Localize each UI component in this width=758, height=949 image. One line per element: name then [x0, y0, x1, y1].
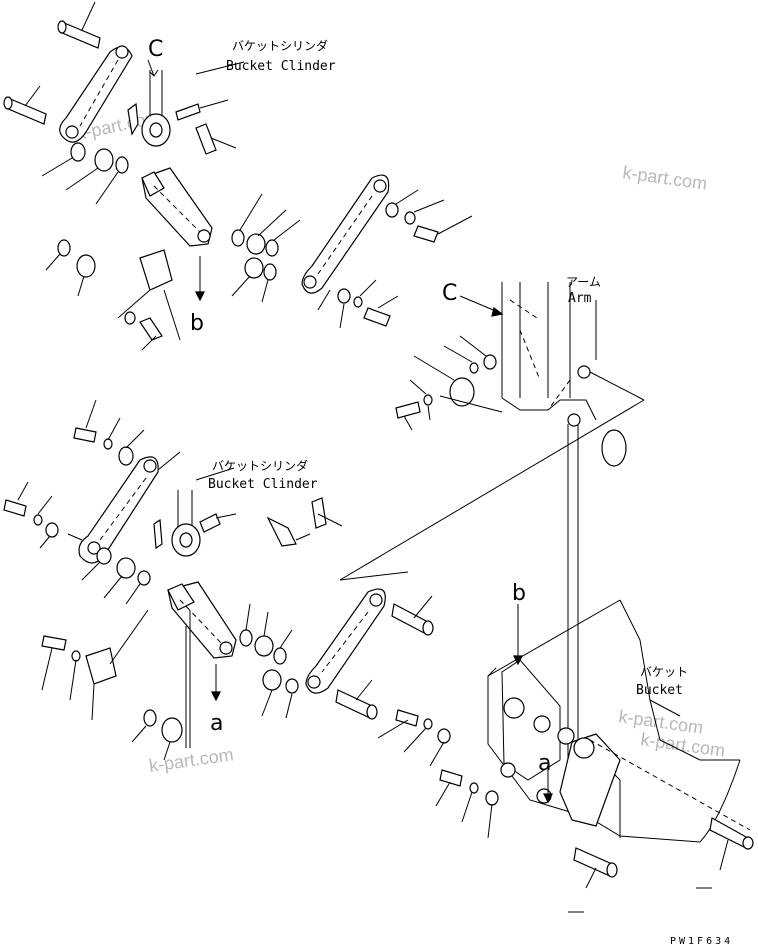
washer-t7 [263, 263, 277, 281]
watermark-2: k-part.com [621, 162, 708, 194]
arm-snap-ring-1 [449, 377, 475, 407]
bushing-t3 [246, 233, 266, 255]
bolt-t3 [413, 225, 439, 243]
bucket-cylinder-mid-jp: バケットシリンダ [212, 458, 308, 473]
bucket-cylinder-top-jp: バケットシリンダ [232, 38, 328, 53]
washer-m5 [137, 570, 151, 586]
top-shim-plate [139, 249, 173, 291]
washer-t8 [385, 202, 399, 218]
middle-link-assembly [3, 399, 499, 839]
washer-t2 [115, 156, 129, 174]
middle-pin-2 [335, 679, 378, 720]
washer-m10 [143, 709, 157, 727]
bucket-pin-2 [573, 847, 618, 889]
bolt-m6 [439, 769, 463, 787]
washer-m7 [239, 629, 253, 647]
washer-t9 [404, 211, 416, 225]
washer-m3 [45, 522, 59, 538]
shim-plate-m1 [85, 647, 117, 685]
top-main-bracket [141, 167, 213, 247]
top-link-assembly [3, 1, 473, 351]
arm-nut [483, 354, 497, 370]
letter-b-bucket: b [512, 581, 526, 606]
washer-t11 [353, 296, 363, 308]
arm-washer-2 [423, 394, 433, 406]
washer-m4 [96, 547, 112, 565]
washer-m6 [71, 650, 81, 662]
bushing-t1 [94, 148, 114, 172]
bolt-m3 [311, 497, 327, 529]
grease-fitting-m1 [153, 518, 163, 550]
bushing-m2 [116, 557, 136, 579]
watermark-4: k-part.com [148, 744, 235, 776]
bucket-en: Bucket [636, 683, 683, 698]
letter-c-top: C [148, 37, 163, 62]
letter-a-mid: a [210, 711, 223, 736]
drawing-code: PW1F634 [670, 936, 733, 947]
bolt-t4 [363, 307, 391, 327]
bushing-m1 [118, 446, 134, 466]
washer-m2 [33, 514, 43, 526]
watermark-5: k-part.com [639, 729, 726, 761]
top-cylinder-rod-end [141, 70, 171, 147]
middle-pin-1 [391, 595, 434, 636]
bucket-cylinder-top-en: Bucket Clinder [226, 59, 336, 74]
bucket-jp: バケット [640, 665, 688, 679]
bushing-m4 [262, 669, 282, 691]
middle-main-bracket [167, 581, 237, 659]
bushing-t4 [244, 257, 264, 279]
washer-m14 [485, 790, 499, 806]
bucket-section [487, 599, 754, 913]
washer-m12 [437, 728, 451, 744]
washer-m1 [103, 438, 113, 450]
letter-c-arm: C [442, 281, 457, 306]
arm-snap-ring-2 [601, 429, 627, 467]
bushing-m5 [161, 717, 183, 743]
arm-section [339, 282, 645, 780]
middle-cylinder-rod-end [171, 490, 201, 557]
bucket-pin-1 [709, 817, 754, 871]
arm-jp: アーム [566, 275, 601, 289]
top-pin [57, 1, 101, 49]
letter-a-bucket: a [538, 751, 551, 776]
washer-m8 [273, 647, 287, 665]
bolt-m2 [3, 499, 27, 517]
grease-fitting-m2 [199, 513, 221, 533]
washer-t4 [124, 311, 136, 325]
grease-fitting-2 [175, 103, 201, 121]
bolt-m5 [395, 709, 419, 727]
bolt-t2 [139, 317, 163, 341]
top-right-link [301, 174, 390, 294]
arm-bolt [395, 401, 421, 419]
clip-m1 [266, 516, 297, 547]
middle-right-link [305, 571, 409, 694]
bushing-m3 [254, 635, 274, 657]
washer-m11 [423, 718, 433, 730]
grease-fitting-1 [127, 102, 139, 136]
washer-t10 [337, 288, 351, 304]
bucket-cylinder-mid-en: Bucket Clinder [208, 477, 318, 492]
arm-washer-1 [469, 362, 479, 374]
top-curved-link [59, 45, 133, 143]
washer-t5 [231, 229, 245, 247]
top-bolt [195, 123, 237, 155]
left-pin [3, 85, 47, 125]
letter-b-top: b [190, 311, 204, 336]
washer-m13 [469, 782, 479, 794]
arm-en: Arm [568, 291, 592, 306]
bolt-m4 [41, 635, 67, 651]
washer-t1 [70, 142, 86, 162]
bushing-t2 [76, 254, 96, 278]
bolt-m1 [73, 427, 97, 443]
washer-t6 [265, 239, 279, 257]
middle-curved-link [67, 451, 181, 564]
washer-m9 [285, 678, 299, 694]
washer-t3 [57, 239, 71, 257]
